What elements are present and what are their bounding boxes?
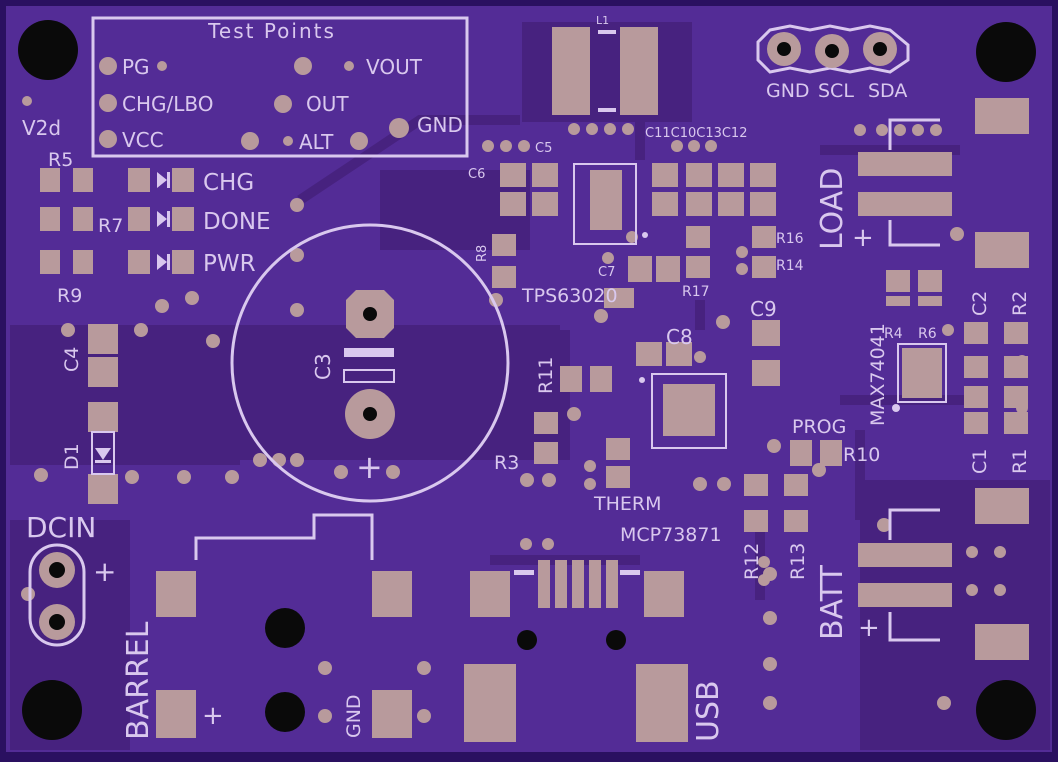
mcp-label: MCP73871 bbox=[620, 524, 722, 546]
batt-label: BATT bbox=[815, 564, 850, 640]
l1-inductor: L1 bbox=[522, 14, 692, 122]
prog-label: PROG bbox=[792, 416, 846, 438]
usb-connector: USB bbox=[464, 560, 726, 742]
dcin-label: DCIN bbox=[26, 511, 96, 544]
vias bbox=[21, 198, 1028, 723]
hdr-gnd-label: GND bbox=[766, 80, 810, 102]
c6-label: C6 bbox=[468, 167, 485, 182]
mounting-hole-bottom-right bbox=[976, 680, 1036, 740]
batt-plus: + bbox=[858, 613, 880, 643]
v2d-label: V2d bbox=[22, 116, 61, 140]
r13-label: R13 bbox=[787, 543, 809, 580]
mounting-holes bbox=[18, 20, 1036, 740]
mounting-hole-top-left bbox=[18, 20, 78, 80]
tp-vcc-label: VCC bbox=[122, 128, 164, 152]
r6-label: R6 bbox=[918, 326, 937, 342]
usb-hole-1 bbox=[517, 630, 537, 650]
r3-label: R3 bbox=[494, 452, 519, 474]
dcin-connector: DCIN + bbox=[26, 511, 116, 647]
tp-pg-label: PG bbox=[122, 55, 150, 79]
r17-label: R17 bbox=[682, 284, 710, 300]
hdr-sda-label: SDA bbox=[868, 80, 907, 102]
usb-hole-2 bbox=[606, 630, 626, 650]
usb-label: USB bbox=[691, 680, 726, 742]
chg-led-label: CHG bbox=[203, 170, 254, 196]
mcp-area: C9 C8 R11 R3 THERM MCP73871 PROG R10 R12… bbox=[494, 297, 880, 586]
tp-chg-lbo-label: CHG/LBO bbox=[122, 92, 214, 116]
r8-label: R8 bbox=[475, 245, 490, 262]
i2c-header: GND SCL SDA bbox=[756, 24, 910, 102]
max-area: MAX74041 R4 R6 C2 R2 C1 R1 bbox=[867, 270, 1031, 474]
load-label: LOAD bbox=[815, 168, 850, 250]
c7-label: C7 bbox=[598, 265, 615, 280]
barrel-label: BARREL bbox=[121, 621, 156, 740]
barrel-jack: BARREL + GND bbox=[121, 513, 412, 740]
r9-label: R9 bbox=[57, 285, 82, 307]
r7-label: R7 bbox=[98, 215, 123, 237]
r16-label: R16 bbox=[776, 231, 804, 247]
barrel-hole-2 bbox=[265, 692, 305, 732]
r11-label: R11 bbox=[535, 357, 557, 394]
r2-label: R2 bbox=[1009, 291, 1031, 316]
batt-connector: BATT + bbox=[815, 488, 1029, 660]
c11-c12-label: C11C10C13C12 bbox=[645, 126, 747, 141]
c2-label: C2 bbox=[969, 291, 991, 316]
mounting-hole-bottom-left bbox=[22, 680, 82, 740]
test-points-title: Test Points bbox=[207, 19, 336, 43]
c9-label: C9 bbox=[750, 297, 777, 321]
mounting-hole-top-right bbox=[976, 22, 1036, 82]
led-block: R5 CHG R7 DONE PWR R9 bbox=[40, 149, 271, 307]
therm-label: THERM bbox=[593, 493, 662, 515]
r14-label: R14 bbox=[776, 258, 804, 274]
done-led-label: DONE bbox=[203, 209, 271, 235]
r10-label: R10 bbox=[843, 444, 880, 466]
tps-area: C6 C5 C11C10C13C12 R8 C7 TPS63020 R16 R1… bbox=[468, 123, 804, 308]
l1-label: L1 bbox=[596, 14, 609, 27]
d1-label: D1 bbox=[61, 443, 83, 470]
tp-out-label: OUT bbox=[306, 92, 349, 116]
c1-label: C1 bbox=[969, 449, 991, 474]
load-plus: + bbox=[852, 223, 874, 253]
r4-label: R4 bbox=[884, 326, 903, 342]
max-label: MAX74041 bbox=[867, 323, 889, 426]
hdr-scl-label: SCL bbox=[818, 80, 854, 102]
r12-label: R12 bbox=[741, 543, 763, 580]
pwr-led-label: PWR bbox=[203, 251, 256, 277]
c4-label: C4 bbox=[61, 347, 83, 372]
dcin-plus: + bbox=[93, 555, 116, 588]
tps-label: TPS63020 bbox=[521, 285, 618, 307]
test-points-block: Test Points PG VOUT CHG/LBO OUT VCC ALT … bbox=[91, 16, 469, 158]
c3-label: C3 bbox=[311, 353, 335, 380]
tp-gnd-label: GND bbox=[417, 113, 463, 137]
c3-capacitor: C3 + bbox=[230, 223, 510, 503]
r1-label: R1 bbox=[1009, 449, 1031, 474]
load-connector: LOAD + bbox=[815, 98, 1029, 268]
tp-vout-label: VOUT bbox=[366, 55, 423, 79]
c5-label: C5 bbox=[535, 141, 552, 156]
r5-label: R5 bbox=[48, 149, 73, 171]
barrel-hole-1 bbox=[265, 608, 305, 648]
tp-alt-label: ALT bbox=[299, 130, 334, 154]
c3-plus: + bbox=[356, 448, 383, 486]
c8-label: C8 bbox=[666, 325, 693, 349]
barrel-plus: + bbox=[202, 701, 224, 731]
barrel-gnd-label: GND bbox=[343, 694, 365, 738]
